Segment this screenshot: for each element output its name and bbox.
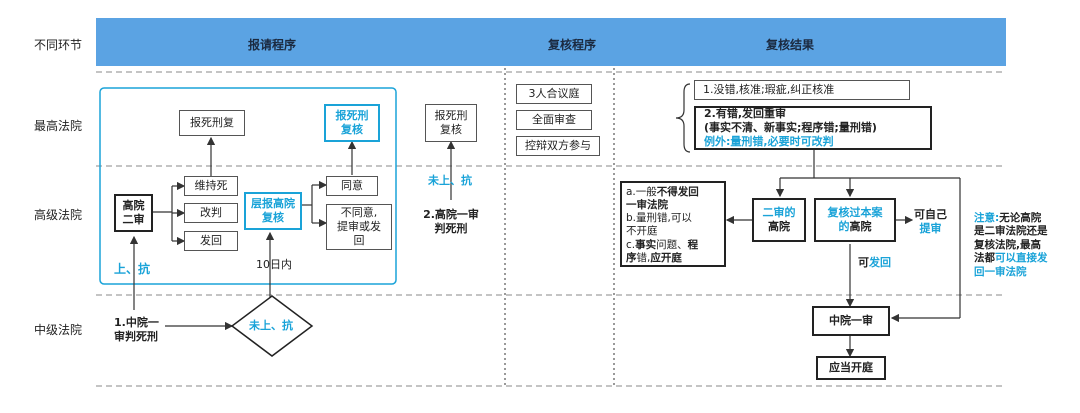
maintain-box: 维持死 (184, 176, 238, 196)
row-label-intermediate: 中级法院 (34, 323, 83, 337)
attention-note: 注意:无论高院 是二审法院还是 复核法院,最高 法都可以直接发 回一审法院 (974, 212, 1048, 278)
result-correct-box: 1.没错,核准;瑕疵,纠正核准 (694, 80, 910, 100)
notes-box: a.一般不得发回 一审法院 b.量刑错,可以 不开庭 c.事实问题、程 序错,应… (620, 181, 726, 267)
intermediate-first-instance-box: 中院一审 (812, 306, 890, 336)
intermediate-first-instance-text: 1.中院一审判死刑 (114, 316, 159, 343)
second-instance-court-box: 二审的高院 (752, 198, 806, 242)
must-open-court-box: 应当开庭 (816, 356, 886, 380)
diamond-no-appeal-label: 未上、抗 (249, 319, 293, 332)
hearing-box: 控辩双方参与 (516, 136, 600, 156)
middle-report-supreme-box: 报死刑复核 (425, 104, 477, 142)
high-court-second-instance-box: 高院二审 (114, 194, 153, 232)
header-col-stage: 不同环节 (34, 38, 83, 52)
can-remand-label: 可发回 (858, 256, 891, 269)
agree-box: 同意 (326, 176, 378, 196)
remand-box: 发回 (184, 231, 238, 251)
appeal-label: 上、抗 (114, 262, 151, 276)
disagree-box: 不同意,提审或发回 (326, 204, 392, 250)
panel-box: 3人合议庭 (516, 84, 592, 104)
self-retrial-label: 可自己提审 (914, 208, 947, 235)
review-court-box: 复核过本案 的高院 (814, 198, 896, 242)
modify-box: 改判 (184, 203, 238, 223)
result-error-box: 2.有错,发回重审 (事实不清、新事实;程序错;量刑错) 例外:量刑错,必要时可… (694, 106, 932, 150)
header-col-result: 复核结果 (766, 38, 815, 52)
row-label-supreme: 最高法院 (34, 119, 83, 133)
report-supreme-box: 报死刑复核 (324, 104, 380, 142)
header-bar (96, 18, 1006, 66)
header-col-review: 复核程序 (548, 38, 597, 52)
middle-no-appeal-label: 未上、抗 (428, 174, 472, 187)
ten-days-label: 10日内 (256, 258, 292, 271)
header-col-report: 报请程序 (248, 38, 297, 52)
row-label-high: 高级法院 (34, 208, 83, 222)
full-review-box: 全面审查 (516, 110, 592, 130)
high-court-first-instance-text: 2.高院一审判死刑 (423, 208, 479, 235)
layered-report-box: 层报高院复核 (244, 192, 302, 230)
report-review-box: 报死刑复 (179, 110, 245, 136)
